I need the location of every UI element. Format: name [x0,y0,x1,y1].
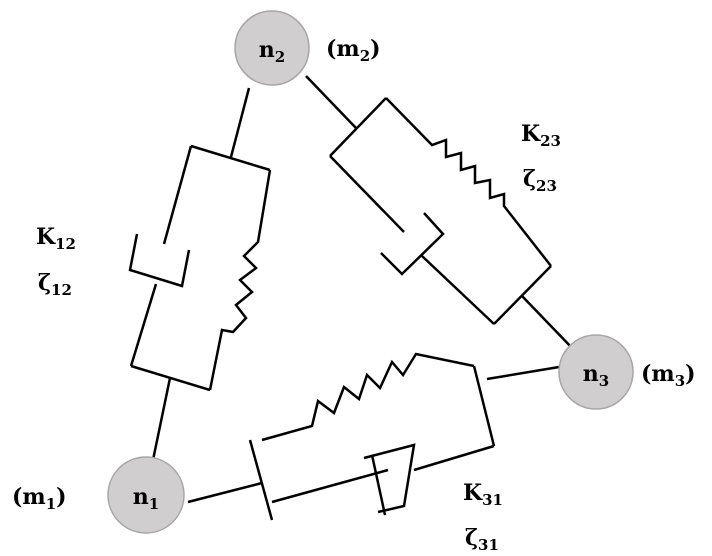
rod-n2-side-23 [305,75,357,129]
plate-bottom-23 [493,265,552,325]
rod-n3-side-23 [521,295,575,351]
spring-12 [208,169,272,391]
damper-rod-12 [129,283,158,367]
rod-n1-side-12 [151,377,172,461]
damping-label-23: ζ23 [523,166,557,195]
damper-cylinder-rod-31 [413,444,495,472]
damper-cylinder-rod-23 [329,155,405,233]
spring-23 [385,97,552,267]
spring-31 [261,352,475,442]
link-12 [128,87,272,461]
stiffness-label-23: K23 [521,121,561,150]
params-23: K23 ζ23 [521,121,561,195]
damper-rod-31 [271,468,389,504]
stiffness-label-31: K31 [463,480,503,509]
node-circle [558,334,634,410]
mass-label-m2: (m2) [326,36,381,65]
plate-right-31 [472,365,496,447]
damper-cup-31 [363,443,416,514]
node-label: n2 [259,37,285,66]
params-31: K31 ζ31 [463,480,503,554]
rod-n1-side-31 [187,481,263,504]
node-n3: n3 [558,334,634,410]
damper-cup-12 [128,233,191,288]
node-label: n1 [133,484,159,513]
link-31 [187,352,566,521]
mass-label-m1: (m1) [12,484,67,513]
damper-rod-23 [421,255,495,325]
node-n2: n2 [234,10,310,86]
plate-bottom-12 [130,364,211,392]
node-circle [107,456,185,534]
node-n1: n1 [107,456,185,534]
params-12: K12 ζ12 [36,224,76,299]
plate-top-12 [190,144,271,172]
node-circle [234,10,310,86]
node-label: n3 [583,361,609,390]
damper-piston-31 [370,454,387,516]
plate-left-31 [248,439,274,521]
damper-cup-23 [380,212,445,276]
link-23 [305,75,575,351]
mass-label-m3: (m3) [641,361,696,390]
stiffness-label-12: K12 [36,224,76,253]
damping-label-31: ζ31 [465,525,499,554]
rod-n3-side-31 [486,364,566,381]
plate-top-23 [329,97,387,157]
damping-label-12: ζ12 [38,270,72,299]
damper-cylinder-rod-12 [162,145,193,245]
rod-n2-side-12 [229,87,251,158]
